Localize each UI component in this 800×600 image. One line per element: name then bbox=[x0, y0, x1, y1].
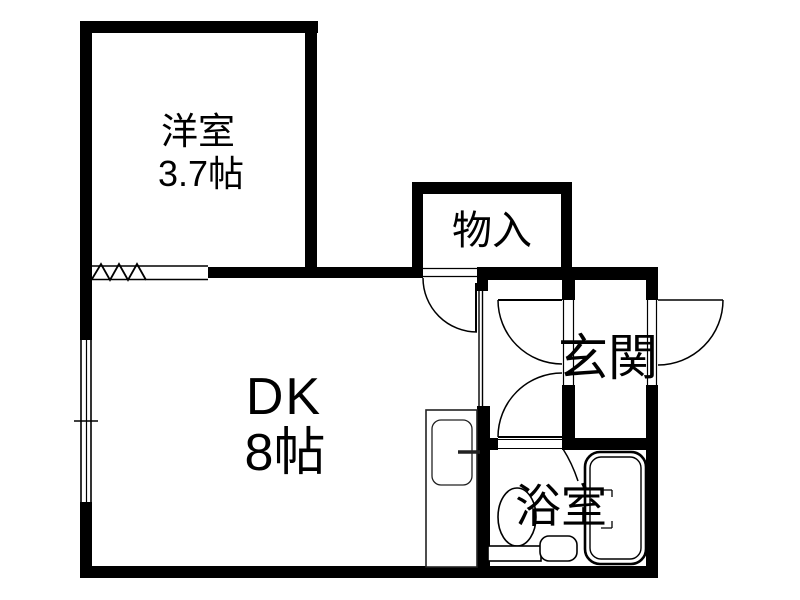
front-door-icon bbox=[646, 299, 724, 385]
western-room-size: 3.7帖 bbox=[158, 153, 244, 194]
bathtub-drain-marks bbox=[601, 489, 613, 529]
bathtub-icon bbox=[583, 450, 648, 566]
wall-right-lower bbox=[646, 385, 658, 578]
wall-left-upper bbox=[80, 21, 92, 340]
wall-closet-top bbox=[412, 182, 572, 194]
wall-right-upper bbox=[646, 278, 658, 300]
wall-partition-dk-bath bbox=[477, 406, 490, 578]
wall-dk-top bbox=[208, 267, 422, 278]
kitchen-counter bbox=[425, 409, 478, 568]
toilet-tank bbox=[487, 545, 542, 562]
wall-bottom bbox=[80, 566, 658, 578]
toilet-icon bbox=[487, 487, 542, 562]
dk-label: DK bbox=[246, 368, 322, 426]
front-door-arc bbox=[657, 299, 724, 366]
entrance-label: 玄関 bbox=[558, 330, 658, 386]
bathroom-label: 浴室 bbox=[515, 480, 607, 532]
dk-size: 8帖 bbox=[245, 424, 326, 482]
western-room-label: 洋室 bbox=[161, 111, 235, 152]
kitchen-sink-icon bbox=[425, 409, 480, 568]
wall-under-closet bbox=[477, 267, 658, 280]
wall-entrance-inner-bottom bbox=[562, 385, 575, 450]
bath-door-arc bbox=[497, 372, 563, 438]
washbasin bbox=[539, 535, 578, 562]
wall-left-lower bbox=[80, 502, 92, 578]
closet-door-arc bbox=[422, 277, 478, 333]
wall-stub-corridor bbox=[477, 278, 488, 291]
closet-label: 物入 bbox=[452, 209, 532, 253]
wall-western-room-right bbox=[305, 21, 317, 278]
wall-bath-top-left bbox=[488, 438, 498, 450]
walls bbox=[80, 21, 658, 578]
bath-door-ajar-leaf bbox=[562, 448, 579, 482]
room-labels: 洋室 3.7帖 DK 8帖 物入 玄関 浴室 bbox=[158, 111, 658, 532]
bathtub-inner bbox=[589, 456, 642, 560]
wall-entrance-inner-top bbox=[562, 278, 575, 300]
closet-door-icon bbox=[422, 267, 478, 333]
wall-closet-right bbox=[561, 182, 572, 278]
bathtub-outer bbox=[583, 450, 648, 566]
closet-door-opening bbox=[423, 267, 477, 278]
window-icon bbox=[74, 340, 98, 502]
hall-door-arc bbox=[497, 299, 563, 365]
hall-door-icon bbox=[497, 299, 575, 385]
wall-closet-left bbox=[412, 182, 423, 278]
corridor-partition bbox=[478, 291, 484, 406]
accordion-door-icon bbox=[91, 262, 208, 282]
washbasin-icon bbox=[539, 535, 578, 562]
bathroom-door-swing-icon bbox=[497, 372, 579, 482]
wall-bath-top-right bbox=[562, 438, 658, 450]
accordion-zigzag bbox=[91, 262, 147, 282]
wall-top-western-room bbox=[80, 21, 318, 33]
